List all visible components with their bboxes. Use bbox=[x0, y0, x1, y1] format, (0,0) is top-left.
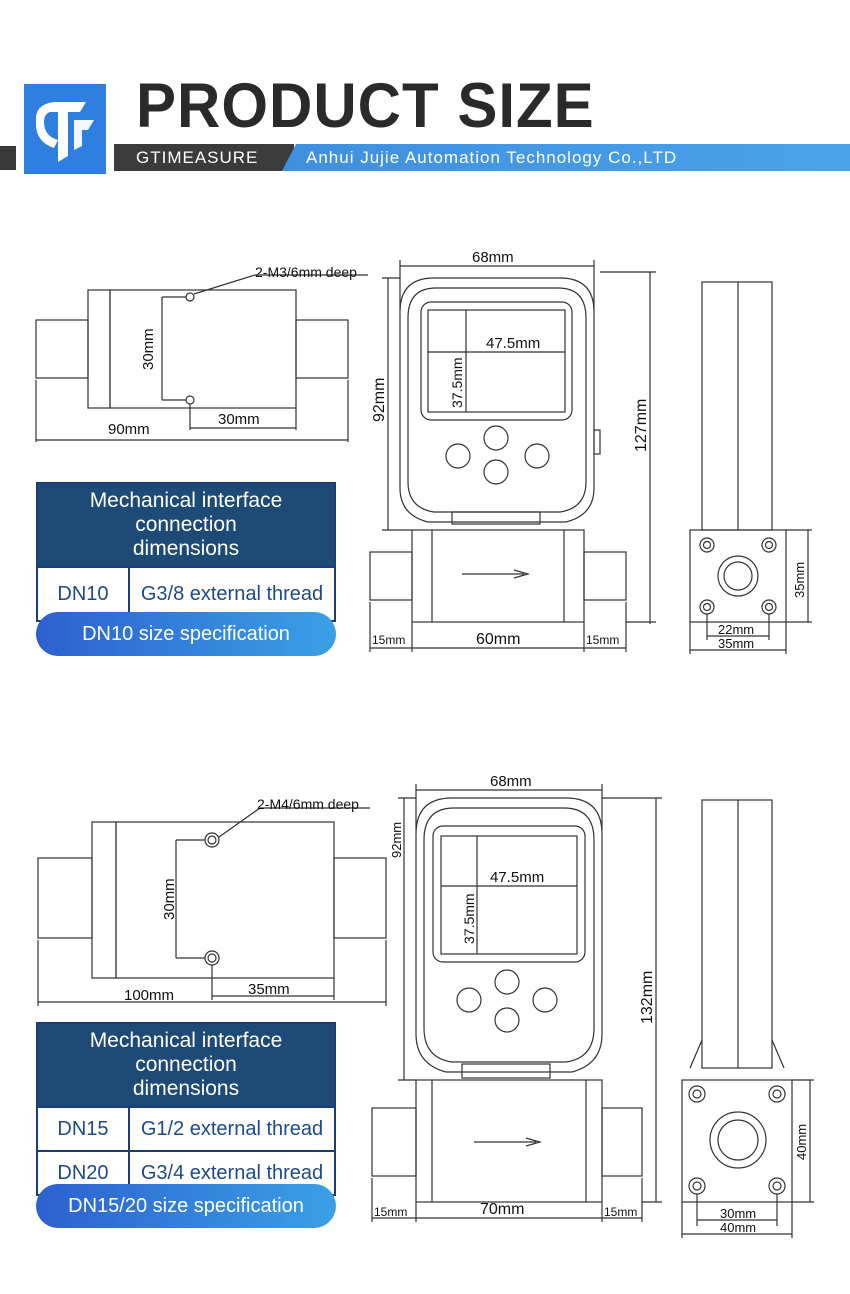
table-row: DN10 G3/8 external thread bbox=[38, 566, 334, 620]
dim-flange-width: 40mm bbox=[720, 1220, 756, 1235]
table-cell-size: DN10 bbox=[38, 568, 130, 620]
front-view-dn10: 68mm 47.5mm 37.5mm 92mm 127mm 15mm 60mm … bbox=[369, 249, 656, 652]
side-view-dn15-20: 2-M4/6mm deep 30mm 35mm 100mm bbox=[37, 796, 387, 1006]
interface-table-dn15-20: Mechanical interface connection dimensio… bbox=[36, 1022, 336, 1196]
table-row: DN20 G3/4 external thread bbox=[38, 1150, 334, 1194]
dim-total-height: 127mm bbox=[633, 399, 650, 452]
header-accent-tab bbox=[0, 146, 16, 170]
dim-width: 68mm bbox=[490, 773, 532, 790]
dim-pipe-left: 15mm bbox=[372, 633, 405, 647]
flange-view-dn10: 35mm 22mm 35mm bbox=[689, 281, 812, 654]
dim-flange-hole-spacing: 30mm bbox=[720, 1206, 756, 1221]
dim-body-height: 92mm bbox=[371, 378, 388, 422]
dim-total-height: 132mm bbox=[639, 971, 656, 1024]
table-cell-thread: G3/4 external thread bbox=[140, 1161, 324, 1184]
spec-pill-dn10: DN10 size specification bbox=[36, 612, 336, 656]
dim-pipe-right: 15mm bbox=[604, 1205, 637, 1219]
company-name: Anhui Jujie Automation Technology Co.,LT… bbox=[306, 148, 678, 167]
dim-hole-label: 2-M4/6mm deep bbox=[257, 796, 359, 812]
dim-hole-spacing: 30mm bbox=[218, 411, 260, 428]
dim-height: 30mm bbox=[140, 328, 157, 370]
dim-pipe-right: 15mm bbox=[586, 633, 619, 647]
page-title: PRODUCT SIZE bbox=[136, 70, 595, 141]
table-cell-thread: G3/8 external thread bbox=[140, 582, 324, 605]
dim-flange-width: 35mm bbox=[718, 636, 754, 651]
dim-screen-width: 47.5mm bbox=[486, 335, 540, 352]
flange-view-dn15-20: 40mm 30mm 40mm bbox=[681, 799, 814, 1238]
table-cell-size: DN20 bbox=[38, 1152, 130, 1194]
table-cell-size: DN15 bbox=[38, 1108, 130, 1150]
dim-width: 68mm bbox=[472, 249, 514, 266]
logo-icon bbox=[36, 102, 94, 162]
side-view-dn10: 2-M3/6mm deep 30mm 30mm 90mm bbox=[35, 264, 368, 442]
interface-table-dn10: Mechanical interface connection dimensio… bbox=[36, 482, 336, 622]
dim-body-length: 60mm bbox=[476, 631, 520, 648]
dim-screen-height: 37.5mm bbox=[449, 357, 465, 408]
dim-hole-label: 2-M3/6mm deep bbox=[255, 264, 357, 280]
dim-screen-width: 47.5mm bbox=[490, 869, 544, 886]
table-row: DN15 G1/2 external thread bbox=[38, 1106, 334, 1150]
dim-body-length: 70mm bbox=[480, 1201, 524, 1218]
front-view-dn15-20: 68mm 47.5mm 37.5mm 92mm 132mm 15mm 70mm … bbox=[371, 773, 662, 1222]
brand-logo bbox=[24, 84, 106, 174]
table-cell-thread: G1/2 external thread bbox=[140, 1117, 324, 1140]
dim-pipe-left: 15mm bbox=[374, 1205, 407, 1219]
dim-length: 90mm bbox=[108, 421, 150, 438]
table-heading: Mechanical interface connection dimensio… bbox=[38, 1024, 334, 1106]
dim-height: 30mm bbox=[161, 878, 178, 920]
dim-flange-hole-spacing: 22mm bbox=[718, 622, 754, 637]
dim-length: 100mm bbox=[124, 987, 174, 1004]
table-heading: Mechanical interface connection dimensio… bbox=[38, 484, 334, 566]
dim-body-height: 92mm bbox=[389, 822, 404, 858]
dim-flange-side: 35mm bbox=[792, 562, 807, 598]
brand-name: GTIMEASURE bbox=[136, 148, 259, 167]
dim-flange-side: 40mm bbox=[794, 1124, 809, 1160]
dim-hole-spacing: 35mm bbox=[248, 981, 290, 998]
company-band bbox=[282, 144, 850, 171]
spec-pill-dn15-20: DN15/20 size specification bbox=[36, 1184, 336, 1228]
dim-screen-height: 37.5mm bbox=[461, 893, 477, 944]
brand-band bbox=[114, 144, 294, 171]
